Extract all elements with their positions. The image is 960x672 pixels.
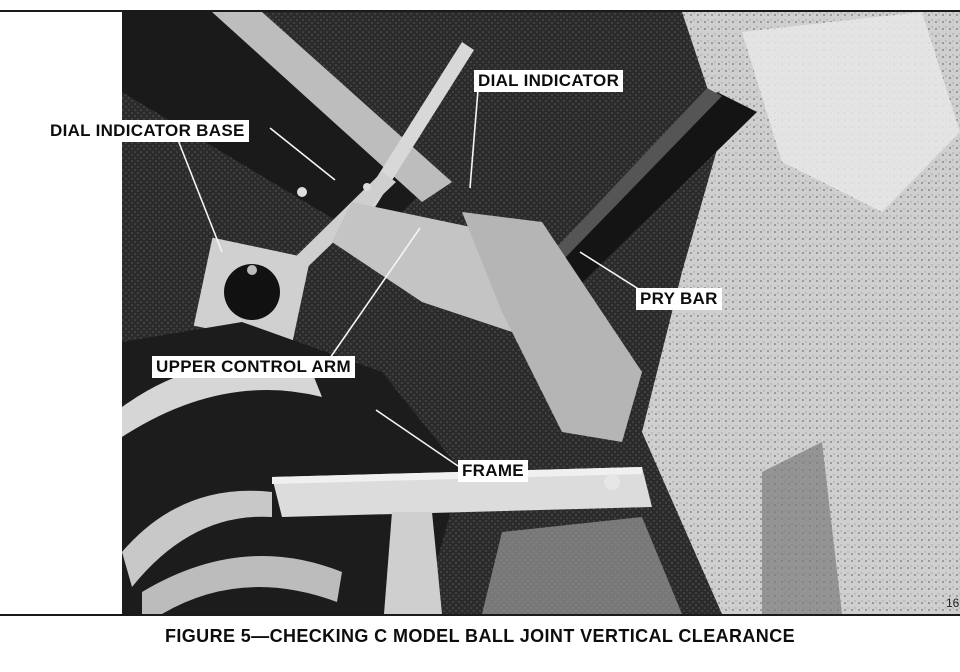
callout-frame: FRAME (458, 460, 528, 482)
figure-photo (122, 12, 960, 614)
figure-caption: FIGURE 5—CHECKING C MODEL BALL JOINT VER… (164, 626, 796, 646)
photo-illustration (122, 12, 960, 614)
top-rule (0, 10, 960, 12)
callout-pry-bar: PRY BAR (636, 288, 722, 310)
callout-dial-indicator: DIAL INDICATOR (474, 70, 624, 92)
callout-dial-indicator-base: DIAL INDICATOR BASE (46, 120, 249, 142)
page-marker: 16 (946, 596, 960, 610)
bottom-rule (0, 614, 960, 616)
callout-upper-control-arm: UPPER CONTROL ARM (152, 356, 355, 378)
